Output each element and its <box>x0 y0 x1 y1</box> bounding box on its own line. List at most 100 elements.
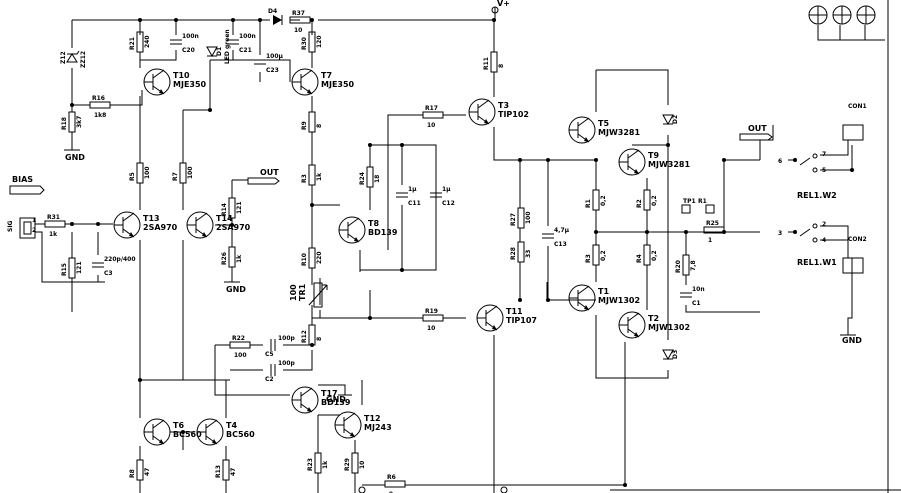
capacitor-value: 220p/400 <box>104 256 136 263</box>
transistor-part: MJW1302 <box>648 323 690 332</box>
wire-feedback <box>214 344 313 396</box>
resistor-ref: R13 <box>215 465 222 478</box>
capacitor-ref: C5 <box>265 351 274 358</box>
net-out-top: OUT <box>260 168 279 177</box>
resistor-ref: R30 <box>301 37 308 50</box>
net-gnd1: GND <box>65 153 85 162</box>
resistor-ref: R8 <box>129 469 136 478</box>
resistor-value: 47 <box>230 468 237 476</box>
relay-w2-pin-7: 7 <box>822 151 826 158</box>
transistor-part: MJW3281 <box>648 160 690 169</box>
resistor-value: 0,2 <box>600 195 607 206</box>
net-gnd4: GND <box>842 336 862 345</box>
resistor-ref: R25 <box>706 220 719 227</box>
resistor-value: 47 <box>144 468 151 476</box>
transistor-ref: T14 <box>216 214 233 223</box>
transistor-part: BC560 <box>226 430 255 439</box>
resistor-ref: R3 <box>301 174 308 183</box>
resistor-ref: R6 <box>387 474 396 481</box>
capacitor-ref: C2 <box>265 376 274 383</box>
wire-bias-network <box>519 160 549 300</box>
transistor-ref: T13 <box>143 214 160 223</box>
junctions <box>70 18 854 487</box>
resistor-ref: R1 <box>585 199 592 208</box>
transistor-ref: T12 <box>364 414 381 423</box>
con2-label: CON2 <box>848 236 867 243</box>
transistor-ref: T8 <box>368 219 379 228</box>
tp1-label: TP1 <box>683 198 696 205</box>
transistor-ref: T3 <box>498 101 509 110</box>
capacitor-ref: C23 <box>266 67 279 74</box>
resistor-value: 1k <box>49 231 58 238</box>
resistor-value: 0,2 <box>651 195 658 206</box>
bottom-terminal-1 <box>358 486 366 493</box>
capacitor-value: 100n <box>239 33 256 40</box>
wire-out-mid <box>596 144 760 310</box>
transistor-part: 2SA970 <box>143 223 178 232</box>
resistor-r13: R13 47 <box>215 459 237 481</box>
wire-r19 <box>340 290 495 493</box>
resistor-value: 100 <box>525 211 532 224</box>
resistor-ref: R20 <box>675 260 682 273</box>
wire-zener <box>71 20 143 150</box>
resistor-value: 8 <box>316 337 323 341</box>
bottom-terminal-2 <box>500 486 508 493</box>
tp-r-label: R1 <box>698 198 707 205</box>
wire-relay-w2 <box>759 125 853 171</box>
resistor-value: 220 <box>316 251 323 264</box>
resistor-ref: R31 <box>47 214 60 221</box>
wire-r17 <box>387 20 495 250</box>
capacitor-value: 1µ <box>442 186 451 193</box>
net-gnd2: GND <box>226 285 246 294</box>
resistor-value: 10 <box>427 325 435 332</box>
resistor-ref: R26 <box>221 252 228 265</box>
transistor-part: TIP102 <box>498 110 529 119</box>
out-top-flag <box>247 177 280 185</box>
net-bias: BIAS <box>12 175 33 184</box>
wire-c11-c12 <box>401 145 437 270</box>
relay-w2: 6 7 5 REL1.W2 <box>778 151 837 200</box>
resistor-ref: R4 <box>636 254 643 263</box>
resistor-ref: R5 <box>129 172 136 181</box>
wire-top-rail <box>72 7 496 21</box>
wire-current-mirror <box>139 379 230 493</box>
resistor-value: 1k <box>236 254 243 263</box>
resistor-value: 121 <box>236 201 243 214</box>
wire-caps <box>312 144 437 272</box>
resistor-ref: R18 <box>61 117 68 130</box>
transistor-part: MJE350 <box>321 80 355 89</box>
wire-out-upper <box>493 69 669 282</box>
capacitor-ref: C11 <box>408 200 421 207</box>
diode-ref: D2 <box>672 115 679 124</box>
capacitor-ref: C21 <box>239 47 252 54</box>
wire-bottom <box>361 342 626 486</box>
